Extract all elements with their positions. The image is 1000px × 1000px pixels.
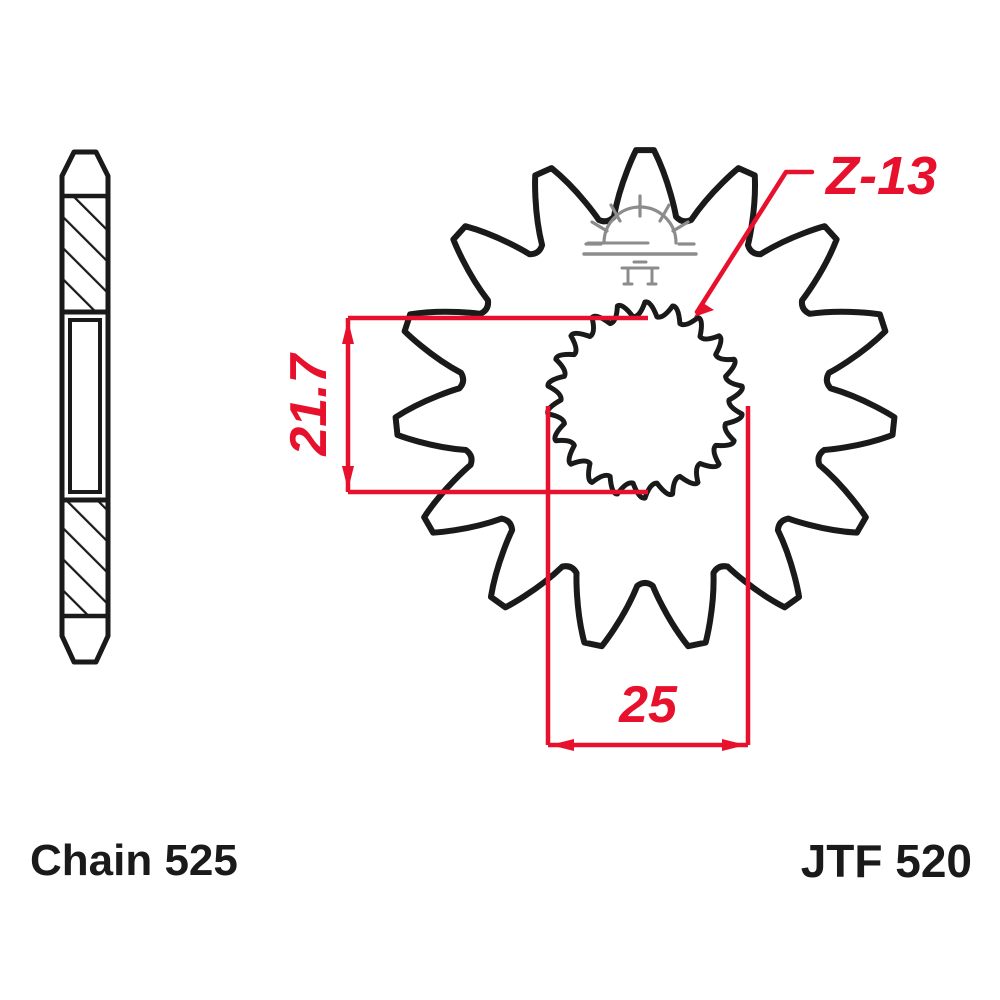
part-number-label: JTF 520 xyxy=(800,835,972,887)
dimension-label-25: 25 xyxy=(618,676,678,734)
side-hatch-lower xyxy=(62,500,108,616)
side-outer-profile xyxy=(59,149,111,665)
spline-bore xyxy=(545,299,745,501)
sunrise-logo xyxy=(582,194,698,286)
dimension-annotations xyxy=(342,169,815,751)
arrow-217-down xyxy=(342,466,354,490)
leader-line-z13 xyxy=(694,169,815,315)
front-face-view: 21.7 25 Z-13 xyxy=(280,146,937,751)
spline-callout-label: Z-13 xyxy=(824,146,937,206)
dimension-label-217: 21.7 xyxy=(280,352,338,456)
arrow-217-up xyxy=(342,320,354,344)
chain-size-label: Chain 525 xyxy=(30,836,238,885)
side-section-view xyxy=(59,149,111,665)
side-inner-web xyxy=(68,318,102,494)
arrow-z13 xyxy=(694,303,714,317)
arrow-25-left xyxy=(550,739,574,751)
side-hatch-upper xyxy=(62,196,108,312)
arrow-25-right xyxy=(722,739,746,751)
